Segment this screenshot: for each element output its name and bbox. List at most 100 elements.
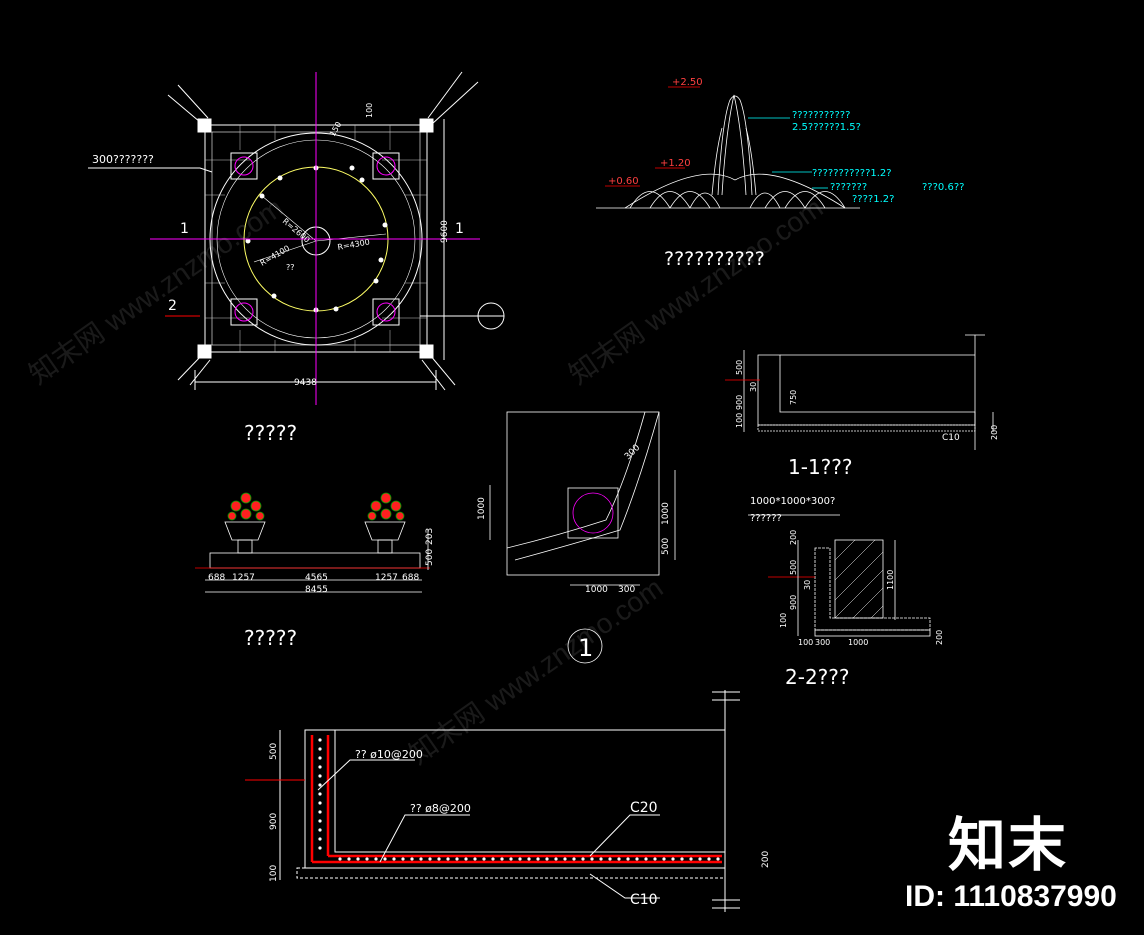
dim: 1257: [375, 573, 398, 583]
watermark-brand: 知末: [948, 813, 1069, 878]
plan-dim-width: 9438: [294, 378, 317, 388]
rebar-dot: [635, 857, 639, 861]
fountain-note: ???????????: [792, 110, 850, 121]
section-2-2: [748, 514, 931, 637]
dim: 900: [789, 595, 798, 610]
c20-label: C20: [630, 800, 658, 816]
rebar-dot: [318, 819, 322, 823]
dim: 100: [735, 413, 744, 428]
rebar-dot: [689, 857, 693, 861]
rebar-dot: [338, 857, 342, 861]
center-q: ??: [286, 263, 295, 272]
c10-label: C10: [630, 892, 658, 908]
section-2-note2: ??????: [750, 513, 782, 524]
jet-center: [717, 95, 753, 196]
rebar-dot: [680, 857, 684, 861]
rebar-leader: [317, 759, 415, 791]
dim: 200: [935, 630, 944, 645]
fountain-note: ???0.6??: [922, 182, 964, 193]
rebar-dot: [590, 857, 594, 861]
section-mark-1-left: 1: [180, 221, 189, 237]
diagonal-paths: [167, 71, 479, 391]
dim: 900: [735, 395, 744, 410]
rebar-dot: [707, 857, 711, 861]
fountain-labels: +2.50 +1.20 +0.60 ??????????? 2.5??????1…: [608, 77, 964, 270]
section-2-block: [834, 539, 884, 619]
rebar-dot: [527, 857, 531, 861]
plan-dim-small: 100: [365, 103, 374, 118]
dim: 300: [618, 585, 635, 595]
fountain-note: ???????????1.2?: [812, 168, 892, 179]
rebar-dot: [698, 857, 702, 861]
wall-labels: ?? ø10@200 ?? ø8@200 C20 C10 500 900 100…: [269, 743, 771, 908]
rebar-dot: [318, 747, 322, 751]
corner-post: [419, 344, 434, 359]
dim: 4565: [305, 573, 328, 583]
rebar-dot: [318, 810, 322, 814]
rebar-leader: [379, 814, 470, 863]
dim: 200: [789, 530, 798, 545]
rebar-dot: [626, 857, 630, 861]
planter-labels: 688 1257 4565 1257 688 8455 203 500 ????…: [208, 528, 435, 650]
rebar-dot: [347, 857, 351, 861]
dim: 300: [623, 443, 642, 462]
plan-planters: [230, 152, 400, 326]
rebar-dot: [374, 857, 378, 861]
rebar-dot: [608, 857, 612, 861]
rebar-dot: [653, 857, 657, 861]
dim: 203: [425, 528, 435, 545]
dim: 500: [661, 538, 671, 555]
plan-dim-height: 9600: [440, 220, 450, 243]
detail-1-label: 1: [578, 634, 593, 662]
rebar-dot: [383, 857, 387, 861]
dim: 1000: [848, 638, 868, 647]
rebar-dot: [482, 857, 486, 861]
dim: 900: [269, 813, 279, 830]
rebar-dot: [716, 857, 720, 861]
dim: 500: [735, 360, 744, 375]
rebar-dot: [563, 857, 567, 861]
rebar-dot: [518, 857, 522, 861]
detail-planter-circle: [572, 492, 614, 534]
dim: 1000: [585, 585, 608, 595]
dim: 500: [425, 549, 435, 566]
rebar-dot: [509, 857, 513, 861]
rebar-dot: [365, 857, 369, 861]
plan-dim-r1: 150: [328, 120, 343, 138]
rebar-dot: [599, 857, 603, 861]
dim: 750: [789, 390, 798, 405]
dim: 100: [269, 865, 279, 882]
rebar-dot: [419, 857, 423, 861]
rebar-dot: [318, 828, 322, 832]
rebar-dot: [500, 857, 504, 861]
dim: 1000: [477, 497, 487, 520]
detail-curve: [514, 411, 660, 561]
fountain-note: ???????: [830, 182, 867, 193]
paving-grid: [205, 125, 427, 352]
rebar-dot: [545, 857, 549, 861]
rebar-dot: [581, 857, 585, 861]
planter-elevation: [195, 492, 430, 593]
section-2-title: 2-2???: [785, 665, 850, 689]
rebar-dot: [428, 857, 432, 861]
watermark-id: ID: 1110837990: [905, 880, 1117, 913]
fountain-note: ????1.2?: [852, 194, 894, 205]
radius-line: [253, 240, 317, 263]
planter-pot-right: [364, 492, 406, 554]
section-2-note1: 1000*1000*300?: [750, 496, 835, 507]
rebar-dot: [671, 857, 675, 861]
rebar-dot: [554, 857, 558, 861]
detail-planter: [567, 487, 619, 539]
planter-title: ?????: [244, 626, 297, 650]
dim: 1000: [661, 502, 671, 525]
rebar-dot: [318, 774, 322, 778]
rebar-label-1: ?? ø10@200: [355, 748, 423, 761]
planter-pot-left: [224, 492, 266, 554]
rebar-dot: [392, 857, 396, 861]
dim: 300: [815, 638, 830, 647]
rebar-dot: [473, 857, 477, 861]
fountain-title: ??????????: [664, 248, 765, 270]
plan-edge-note: 300???????: [92, 153, 154, 166]
rebar-dot: [318, 837, 322, 841]
